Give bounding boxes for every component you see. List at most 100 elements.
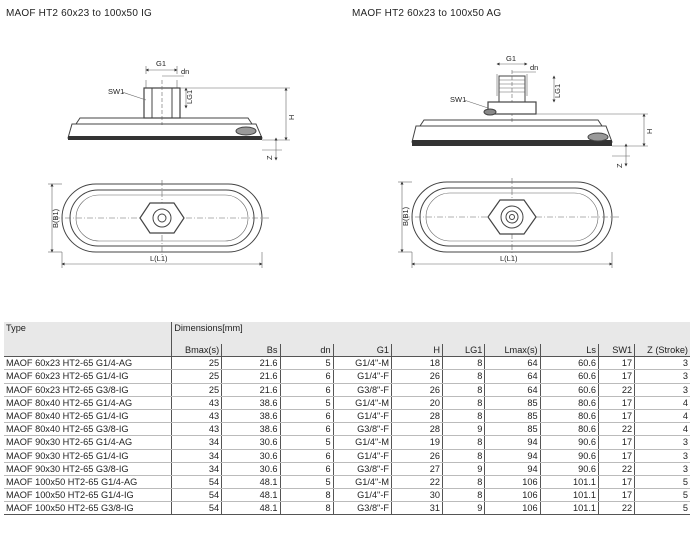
value-cell: 31 — [391, 501, 443, 516]
value-cell: 94 — [484, 435, 541, 450]
value-cell: G1/4"-F — [333, 409, 393, 424]
type-cell: MAOF 80x40 HT2-65 G1/4-IG — [4, 409, 173, 424]
value-cell: 60.6 — [540, 383, 600, 397]
dn-label: dn — [181, 67, 189, 76]
value-cell: 17 — [598, 449, 636, 463]
drawing-title-ig: MAOF HT2 60x23 to 100x50 IG — [6, 8, 153, 19]
value-cell: 30.6 — [221, 435, 281, 450]
value-cell: 6 — [280, 462, 334, 476]
column-header: G1 — [333, 344, 393, 358]
value-cell: 25 — [171, 356, 223, 371]
z-label-ag: Z — [615, 163, 624, 168]
drawing-title-ag: MAOF HT2 60x23 to 100x50 AG — [352, 8, 502, 19]
value-cell: 8 — [280, 488, 334, 503]
value-cell: 80.6 — [540, 422, 600, 437]
value-cell: 6 — [280, 369, 334, 384]
table-header-row: Type Dimensions[mm] — [4, 322, 690, 344]
type-header: Type — [4, 322, 173, 344]
value-cell: 21.6 — [221, 383, 281, 397]
top-view-ag: B(B1) L(L1) — [398, 178, 620, 268]
value-cell: 17 — [598, 369, 636, 384]
value-cell: G3/8"-F — [333, 462, 393, 476]
g1-label: G1 — [156, 59, 166, 68]
value-cell: 80.6 — [540, 396, 600, 410]
value-cell: 64 — [484, 356, 541, 371]
value-cell: 3 — [634, 435, 690, 450]
value-cell: 60.6 — [540, 369, 600, 384]
b-label-ig: B(B1) — [51, 208, 60, 228]
value-cell: 94 — [484, 449, 541, 463]
value-cell: 4 — [634, 396, 690, 410]
value-cell: 6 — [280, 449, 334, 463]
value-cell: 80.6 — [540, 409, 600, 424]
value-cell: 34 — [171, 462, 223, 476]
value-cell: 48.1 — [221, 488, 281, 503]
sw1-label-ag: SW1 — [450, 95, 466, 104]
value-cell: G3/8"-F — [333, 501, 393, 516]
value-cell: 5 — [280, 475, 334, 490]
value-cell: 43 — [171, 396, 223, 410]
value-cell: G3/8"-F — [333, 383, 393, 397]
type-cell: MAOF 60x23 HT2-65 G3/8-IG — [4, 383, 173, 397]
value-cell: 34 — [171, 449, 223, 463]
value-cell: 22 — [598, 501, 636, 516]
value-cell: G1/4"-F — [333, 369, 393, 384]
value-cell: 22 — [598, 462, 636, 476]
value-cell: 3 — [634, 369, 690, 384]
column-header-empty — [4, 344, 173, 358]
type-cell: MAOF 90x30 HT2-65 G1/4-IG — [4, 449, 173, 463]
value-cell: 85 — [484, 422, 541, 437]
l-label-ag: L(L1) — [500, 254, 518, 263]
value-cell: 28 — [391, 409, 443, 424]
value-cell: 101.1 — [540, 488, 600, 503]
value-cell: 8 — [442, 356, 486, 371]
value-cell: 5 — [634, 488, 690, 503]
dn-label-ag: dn — [530, 63, 538, 72]
column-header: Ls — [540, 344, 600, 358]
value-cell: 20 — [391, 396, 443, 410]
value-cell: 22 — [391, 475, 443, 490]
value-cell: 5 — [634, 475, 690, 490]
column-header: SW1 — [598, 344, 636, 358]
value-cell: 26 — [391, 449, 443, 463]
value-cell: 18 — [391, 356, 443, 371]
specifications-table: Type Dimensions[mm] Bmax(s) Bs dn G1 H L… — [4, 322, 690, 516]
value-cell: 6 — [280, 409, 334, 424]
value-cell: 25 — [171, 369, 223, 384]
value-cell: G1/4"-M — [333, 435, 393, 450]
value-cell: 17 — [598, 396, 636, 410]
value-cell: 17 — [598, 488, 636, 503]
value-cell: 22 — [598, 383, 636, 397]
top-view-ig: B(B1) L(L1) — [48, 180, 270, 268]
value-cell: 85 — [484, 409, 541, 424]
value-cell: 85 — [484, 396, 541, 410]
column-header: LG1 — [442, 344, 486, 358]
value-cell: 8 — [442, 475, 486, 490]
column-header: Lmax(s) — [484, 344, 541, 358]
h-label-ag: H — [645, 129, 654, 134]
value-cell: 25 — [171, 383, 223, 397]
value-cell: 5 — [280, 435, 334, 450]
value-cell: 27 — [391, 462, 443, 476]
type-cell: MAOF 90x30 HT2-65 G3/8-IG — [4, 462, 173, 476]
value-cell: 38.6 — [221, 409, 281, 424]
value-cell: 54 — [171, 488, 223, 503]
value-cell: 17 — [598, 356, 636, 371]
value-cell: 8 — [442, 435, 486, 450]
value-cell: 17 — [598, 475, 636, 490]
value-cell: 9 — [442, 422, 486, 437]
value-cell: 106 — [484, 475, 541, 490]
column-header: Bs — [221, 344, 281, 358]
value-cell: 94 — [484, 462, 541, 476]
value-cell: 38.6 — [221, 422, 281, 437]
value-cell: 9 — [442, 462, 486, 476]
column-header: dn — [280, 344, 334, 358]
